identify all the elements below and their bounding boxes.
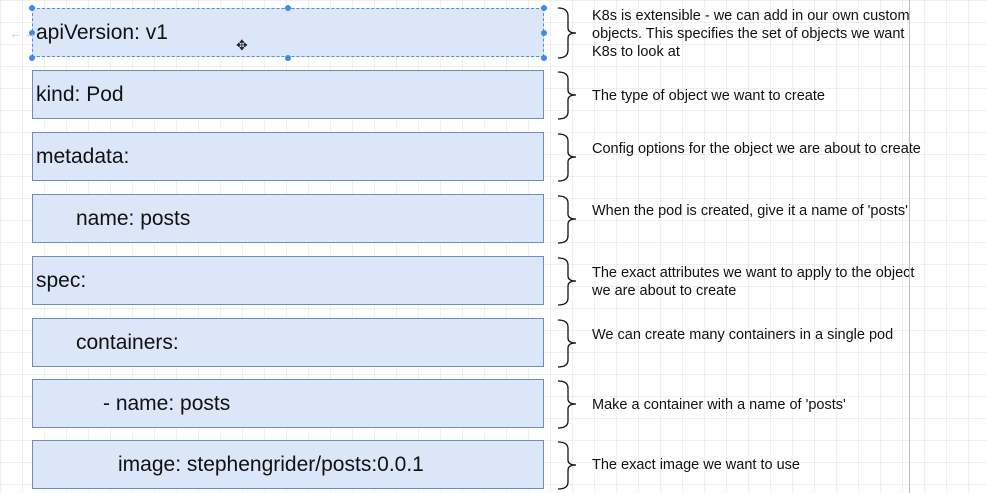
field-description-containers: We can create many containers in a singl… bbox=[592, 327, 894, 343]
curly-brace-icon bbox=[557, 257, 577, 306]
curly-brace-icon bbox=[557, 133, 577, 182]
curly-brace-icon bbox=[557, 71, 577, 120]
selection-handle-bottom-left[interactable] bbox=[29, 55, 35, 61]
move-cursor-icon: ✥ bbox=[236, 37, 248, 53]
field-box-image[interactable]: image: stephengrider/posts:0.0.1 bbox=[32, 440, 544, 489]
selection-handle-mid-right[interactable] bbox=[541, 30, 547, 36]
selection-handle-mid-left[interactable] bbox=[29, 30, 35, 36]
curly-brace-icon bbox=[557, 319, 577, 368]
field-box-container-name[interactable]: - name: posts bbox=[32, 379, 544, 428]
field-description-image: The exact image we want to use bbox=[592, 457, 800, 473]
selection-handle-top-center[interactable] bbox=[285, 5, 291, 11]
field-description-container-name: Make a container with a name of 'posts' bbox=[592, 397, 846, 413]
field-key-image: image: stephengrider/posts:0.0.1 bbox=[118, 452, 424, 476]
field-key-apiversion: apiVersion: v1 bbox=[36, 20, 168, 44]
field-box-metadata-name[interactable]: name: posts bbox=[32, 194, 544, 243]
field-box-containers[interactable]: containers: bbox=[32, 318, 544, 367]
selection-handle-bottom-right[interactable] bbox=[541, 55, 547, 61]
field-key-metadata: metadata: bbox=[36, 144, 130, 168]
curly-brace-icon bbox=[557, 195, 577, 244]
field-description-kind: The type of object we want to create bbox=[592, 88, 825, 104]
field-description-apiversion: K8s is extensible - we can add in our ow… bbox=[592, 8, 910, 60]
field-box-apiversion[interactable]: apiVersion: v1 bbox=[32, 8, 544, 57]
field-description-metadata-name: When the pod is created, give it a name … bbox=[592, 203, 908, 219]
selection-handle-bottom-center[interactable] bbox=[285, 55, 291, 61]
page-boundary-divider bbox=[909, 0, 910, 493]
field-description-spec: The exact attributes we want to apply to… bbox=[592, 265, 915, 299]
curly-brace-icon bbox=[557, 441, 577, 490]
selection-handle-top-left[interactable] bbox=[29, 5, 35, 11]
field-box-kind[interactable]: kind: Pod bbox=[32, 70, 544, 119]
selection-handle-top-right[interactable] bbox=[541, 5, 547, 11]
curly-brace-icon bbox=[557, 380, 577, 429]
field-key-container-name: - name: posts bbox=[103, 391, 231, 415]
field-key-metadata-name: name: posts bbox=[76, 206, 191, 230]
field-description-metadata: Config options for the object we are abo… bbox=[592, 141, 921, 157]
field-box-spec[interactable]: spec: bbox=[32, 256, 544, 305]
connector-arrow-icon[interactable]: ←→ bbox=[9, 25, 37, 41]
curly-brace-icon bbox=[557, 7, 577, 59]
field-key-kind: kind: Pod bbox=[36, 82, 124, 106]
field-box-metadata[interactable]: metadata: bbox=[32, 132, 544, 181]
field-key-containers: containers: bbox=[76, 330, 179, 354]
field-key-spec: spec: bbox=[36, 268, 87, 292]
